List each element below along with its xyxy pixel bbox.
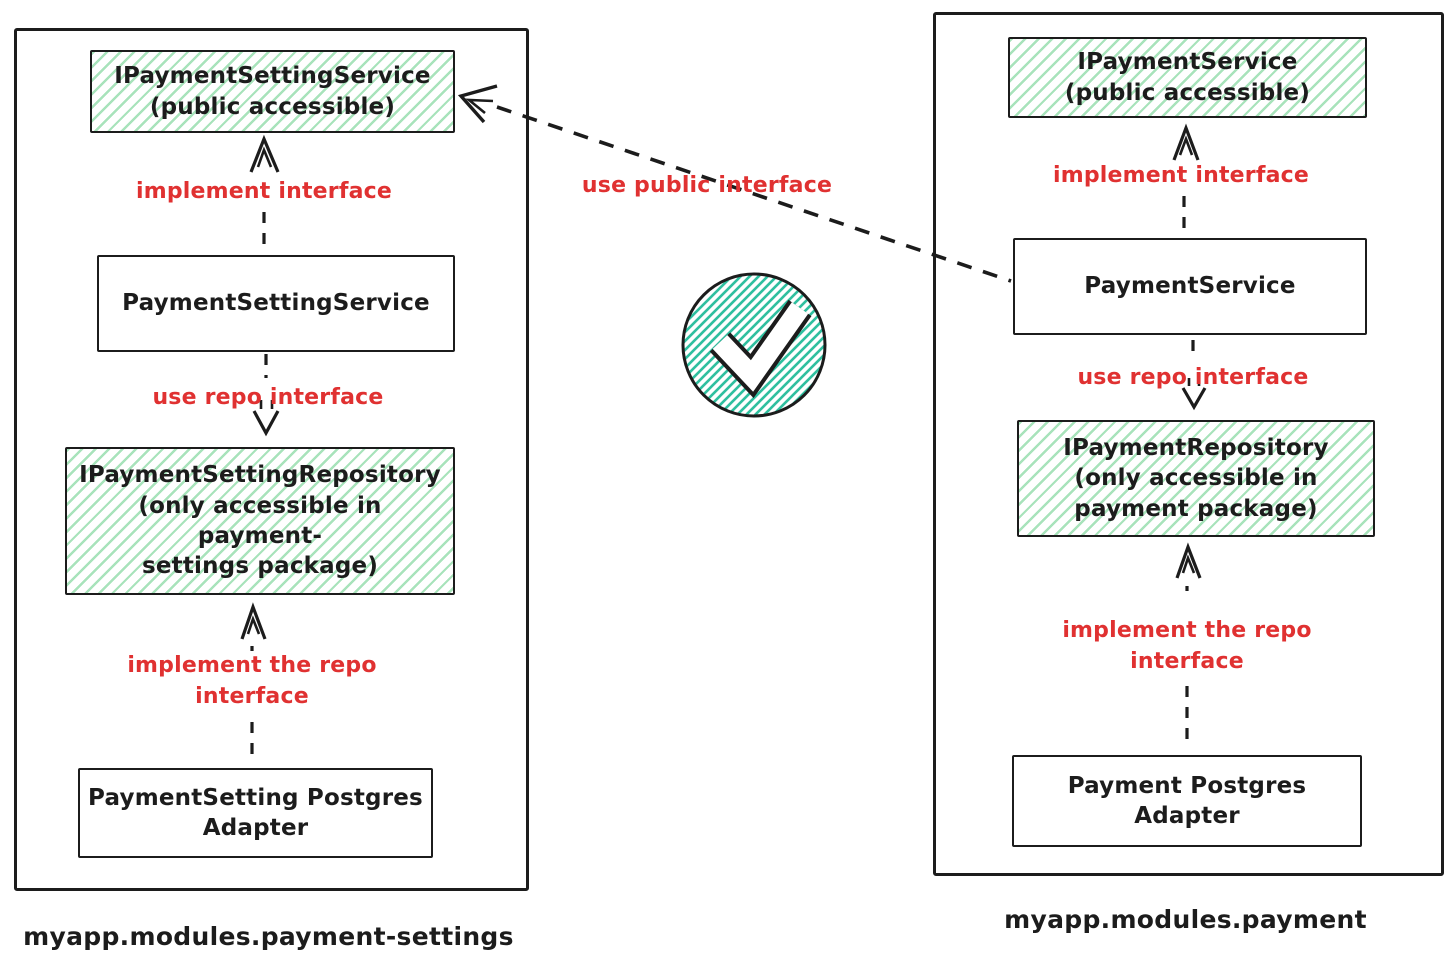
label-use-public-interface: use public interface [581, 173, 833, 198]
box-ipayment-setting-repository-label: IPaymentSettingRepository (only accessib… [79, 462, 441, 580]
box-payment-setting-postgres-adapter: PaymentSetting Postgres Adapter [78, 768, 433, 858]
box-ipayment-repository-label: IPaymentRepository (only accessible in p… [1063, 434, 1329, 522]
box-ipayment-repository: IPaymentRepository (only accessible in p… [1017, 420, 1375, 537]
box-payment-service-label: PaymentService [1084, 273, 1296, 300]
box-payment-postgres-adapter-label: Payment Postgres Adapter [1067, 772, 1307, 829]
check-icon [681, 272, 827, 418]
box-payment-postgres-adapter: Payment Postgres Adapter [1012, 755, 1362, 847]
box-payment-setting-service-label: PaymentSettingService [122, 290, 430, 317]
label-use-repo-interface-right: use repo interface [1077, 365, 1309, 390]
box-payment-setting-postgres-adapter-label: PaymentSetting Postgres Adapter [88, 784, 423, 841]
box-ipayment-service: IPaymentService (public accessible) [1008, 37, 1367, 118]
box-ipayment-setting-service: IPaymentSettingService (public accessibl… [90, 50, 455, 133]
label-implement-repo-interface-right: implement the repo interface [1062, 618, 1312, 674]
label-implement-interface-right: implement interface [1052, 163, 1310, 188]
module-payment-settings [14, 28, 529, 891]
caption-payment-settings-module: myapp.modules.payment-settings [23, 922, 514, 951]
label-implement-repo-interface-left: implement the repo interface [127, 653, 377, 709]
caption-payment-module: myapp.modules.payment [1004, 905, 1367, 934]
box-ipayment-setting-service-label: IPaymentSettingService (public accessibl… [114, 63, 431, 120]
box-ipayment-service-label: IPaymentService (public accessible) [1064, 49, 1311, 106]
label-use-repo-interface-left: use repo interface [152, 385, 384, 410]
module-payment [933, 12, 1444, 876]
box-payment-setting-service: PaymentSettingService [97, 255, 455, 352]
box-payment-service: PaymentService [1013, 238, 1367, 335]
label-implement-interface-left: implement interface [135, 179, 393, 204]
box-ipayment-setting-repository: IPaymentSettingRepository (only accessib… [65, 447, 455, 595]
